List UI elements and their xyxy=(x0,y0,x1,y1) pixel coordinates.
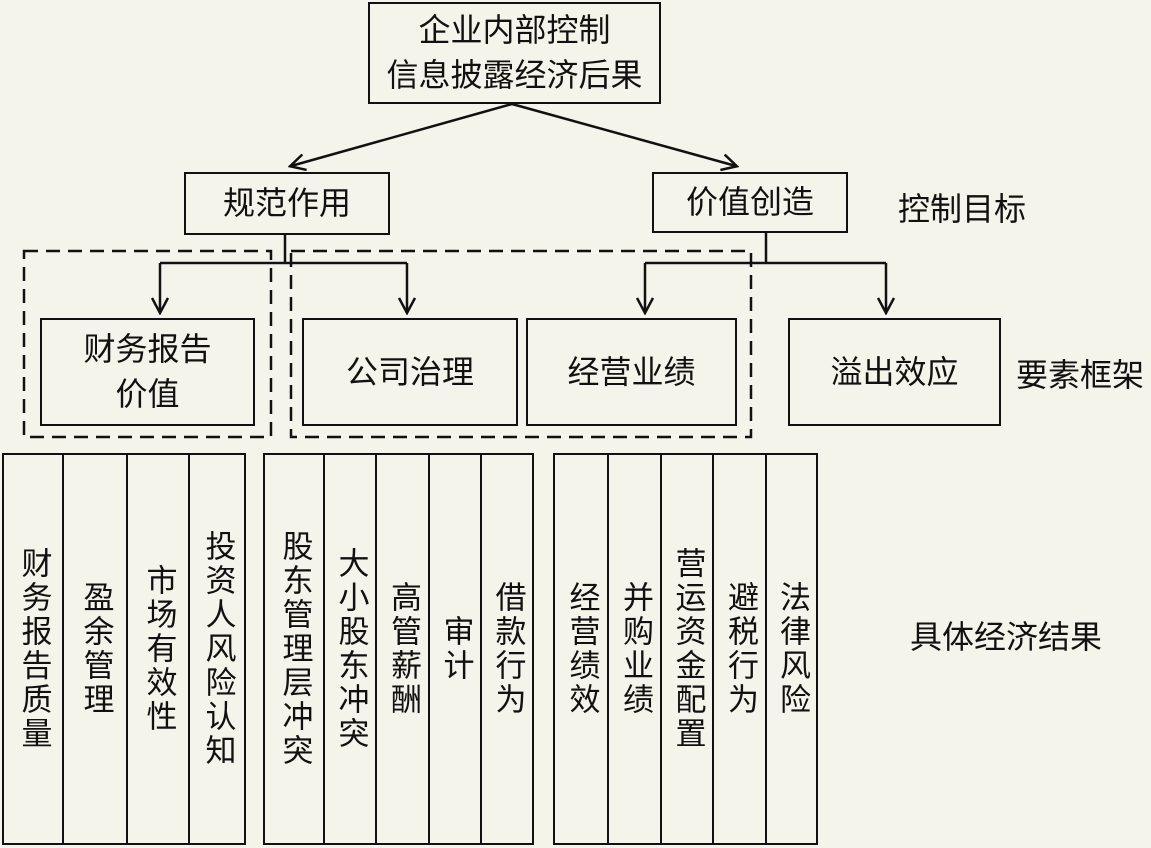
g1-col-investor-risk-perception: 投资人风险认知 xyxy=(188,453,246,845)
financial-report-value-text: 财务报告 价值 xyxy=(83,330,212,413)
spillover-effect-text: 溢出效应 xyxy=(830,352,959,391)
root-text: 企业内部控制 信息披露经济后果 xyxy=(386,11,643,94)
g3-col-text: 并购业绩 xyxy=(617,581,653,717)
g3-col-text: 营运资金配置 xyxy=(669,547,706,751)
arrow-root-to-value xyxy=(511,102,736,166)
g3-col-operating-performance: 经营绩效 xyxy=(553,453,609,845)
g1-col-text: 市场有效性 xyxy=(140,564,177,734)
root-box: 企业内部控制 信息披露经济后果 xyxy=(368,2,661,104)
g2-col-audit: 审计 xyxy=(428,453,482,845)
g1-col-text: 财务报告质量 xyxy=(15,547,52,751)
label-element-framework: 要素框架 xyxy=(1016,356,1145,394)
arrow-root-to-norm xyxy=(291,102,513,166)
operating-performance-box: 经营业绩 xyxy=(526,318,737,426)
spillover-effect-box: 溢出效应 xyxy=(788,318,1001,426)
label-control-objective: 控制目标 xyxy=(898,190,1027,228)
g1-col-earnings-management: 盈余管理 xyxy=(62,453,128,845)
g2-col-major-minor-shareholder-conflict: 大小股东冲突 xyxy=(323,453,377,845)
g1-col-text: 盈余管理 xyxy=(77,581,114,717)
corporate-governance-text: 公司治理 xyxy=(345,352,474,391)
g3-col-ma-performance: 并购业绩 xyxy=(607,453,662,845)
g1-col-text: 投资人风险认知 xyxy=(199,530,236,768)
g1-col-market-efficiency: 市场有效性 xyxy=(126,453,190,845)
dashed-group-governance-performance xyxy=(289,249,753,439)
g2-col-executive-compensation: 高管薪酬 xyxy=(375,453,430,845)
g2-col-borrowing-behavior: 借款行为 xyxy=(480,453,534,845)
g3-col-working-capital-allocation: 营运资金配置 xyxy=(660,453,714,845)
g2-col-shareholder-management-conflict: 股东管理层冲突 xyxy=(263,453,325,845)
norm-role-text: 规范作用 xyxy=(222,184,351,223)
dashed-group-financial xyxy=(22,249,273,439)
g2-col-text: 审计 xyxy=(437,615,474,683)
label-specific-economic-results: 具体经济结果 xyxy=(910,618,1103,656)
g2-col-text: 大小股东冲突 xyxy=(332,547,369,751)
value-creation-text: 价值创造 xyxy=(685,183,814,222)
g3-col-text: 经营绩效 xyxy=(563,581,600,717)
g1-col-financial-report-quality: 财务报告质量 xyxy=(2,453,64,845)
value-creation-box: 价值创造 xyxy=(652,172,848,233)
g2-col-text: 借款行为 xyxy=(489,581,526,717)
operating-performance-text: 经营业绩 xyxy=(567,352,696,391)
g2-col-text: 股东管理层冲突 xyxy=(276,530,313,768)
g3-col-text: 法律风险 xyxy=(774,581,810,717)
g3-col-tax-avoidance: 避税行为 xyxy=(712,453,767,845)
norm-role-box: 规范作用 xyxy=(184,172,390,235)
g2-col-text: 高管薪酬 xyxy=(385,581,421,717)
g3-col-legal-risk: 法律风险 xyxy=(765,453,818,845)
financial-report-value-box: 财务报告 价值 xyxy=(40,318,255,426)
corporate-governance-box: 公司治理 xyxy=(302,318,518,426)
g3-col-text: 避税行为 xyxy=(722,581,758,717)
